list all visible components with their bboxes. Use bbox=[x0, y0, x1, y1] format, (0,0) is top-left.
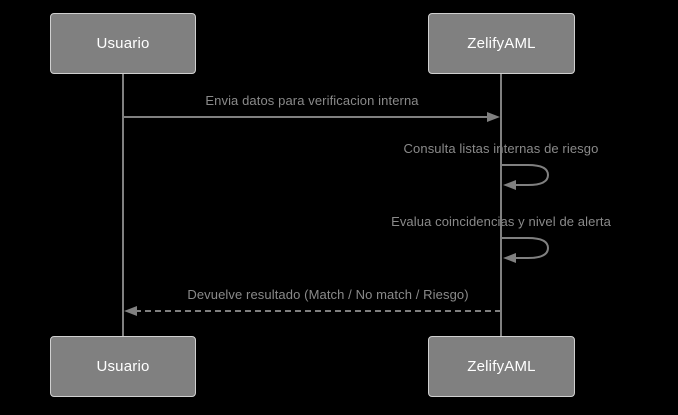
participant-box-usuario-bottom[interactable]: Usuario bbox=[50, 336, 196, 397]
message-arrowhead-2 bbox=[503, 180, 516, 190]
message-arrowhead-3 bbox=[503, 253, 516, 263]
participant-box-zelifyaml-bottom[interactable]: ZelifyAML bbox=[428, 336, 575, 397]
participant-label-usuario-top: Usuario bbox=[96, 35, 150, 52]
message-label-3: Evalua coincidencias y nivel de alerta bbox=[391, 214, 611, 229]
message-label-4: Devuelve resultado (Match / No match / R… bbox=[187, 287, 469, 302]
participant-label-zelifyaml-top: ZelifyAML bbox=[467, 35, 536, 52]
message-selfloop-path-2 bbox=[501, 164, 550, 186]
message-arrowhead-4 bbox=[124, 306, 137, 316]
message-label-2: Consulta listas internas de riesgo bbox=[403, 141, 599, 156]
message-arrowhead-1 bbox=[487, 112, 500, 122]
message-selfloop-path-3 bbox=[501, 237, 550, 259]
participant-box-zelifyaml-top[interactable]: ZelifyAML bbox=[428, 13, 575, 74]
participant-box-usuario-top[interactable]: Usuario bbox=[50, 13, 196, 74]
participant-label-usuario-bottom: Usuario bbox=[96, 358, 150, 375]
participant-label-zelifyaml-bottom: ZelifyAML bbox=[467, 358, 536, 375]
message-label-1: Envia datos para verificacion interna bbox=[205, 93, 419, 108]
